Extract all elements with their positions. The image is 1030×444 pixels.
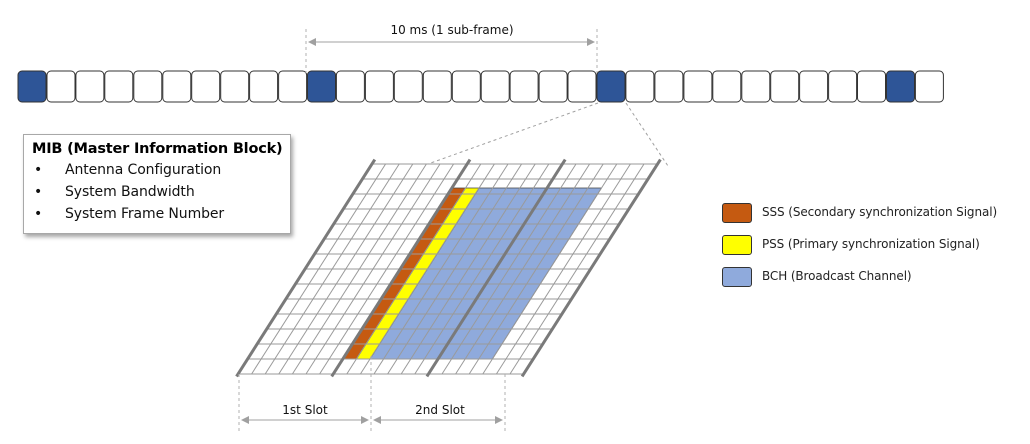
subframe-timeline (17, 70, 944, 103)
legend-label-pss: PSS (Primary synchronization Signal) (762, 237, 980, 251)
legend-item-sss: SSS (Secondary synchronization Signal) (722, 203, 1022, 225)
grid-col-line (251, 163, 387, 375)
subframe-cell (220, 70, 250, 103)
subframe-cell (393, 70, 423, 103)
subframe-cell (133, 70, 163, 103)
mib-item-system-frame-number: System Frame Number (32, 203, 290, 225)
grid-col-line (278, 163, 414, 375)
grid-col-line (509, 163, 645, 375)
subframe-cell (770, 70, 800, 103)
grid-col-line (400, 163, 536, 375)
grid-col-line (414, 163, 550, 375)
subframe-cell (451, 70, 481, 103)
subframe-cell (509, 70, 539, 103)
subframe-cell (625, 70, 655, 103)
slot-boundary-line (235, 158, 377, 378)
subframe-cell (104, 70, 134, 103)
subframe-cell (741, 70, 771, 103)
subframe-cell (422, 70, 452, 103)
subframe-cell (191, 70, 221, 103)
grid-col-line (359, 163, 495, 375)
legend-label-bch: BCH (Broadcast Channel) (762, 269, 912, 283)
grid-col-line (264, 163, 400, 375)
subframe-cell (828, 70, 858, 103)
subframe-cell (480, 70, 510, 103)
legend-swatch-pss (722, 235, 752, 255)
subframe-cell (567, 70, 597, 103)
subframe-cell (249, 70, 279, 103)
subframe-cell-highlighted (17, 70, 47, 103)
subframe-cell-highlighted (307, 70, 336, 103)
grid-col-line (291, 163, 427, 375)
grid-col-line (373, 163, 509, 375)
grid-col-line (305, 163, 441, 375)
subframe-cell (278, 70, 308, 103)
subframe-cell (364, 70, 394, 103)
first-slot-label: 1st Slot (282, 403, 328, 417)
grid-col-line (455, 163, 591, 375)
subframe-cell (799, 70, 829, 103)
legend-swatch-sss (722, 203, 752, 223)
subframe-cell-highlighted (886, 70, 915, 103)
resource-grid (235, 158, 662, 378)
mib-item-antenna-configuration: Antenna Configuration (32, 159, 290, 181)
mib-item-system-bandwidth: System Bandwidth (32, 181, 290, 203)
subframe-cell (162, 70, 192, 103)
subframe-cell (712, 70, 742, 103)
slot-boundary-line (330, 158, 472, 378)
grid-col-line (319, 163, 455, 375)
subframe-cell (857, 70, 886, 103)
legend-item-bch: BCH (Broadcast Channel) (722, 267, 1022, 289)
grid-col-line (387, 163, 523, 375)
mib-item-list: Antenna Configuration System Bandwidth S… (32, 159, 290, 225)
legend-swatch-bch (722, 267, 752, 287)
mib-info-box: MIB (Master Information Block) Antenna C… (23, 134, 291, 234)
subframe-cell (538, 70, 568, 103)
zoom-callout-lines (427, 102, 669, 167)
mib-title: MIB (Master Information Block) (32, 141, 283, 157)
subframe-cell (335, 70, 365, 103)
grid-col-line (441, 163, 577, 375)
grid-col-line (495, 163, 631, 375)
subframe-cell (683, 70, 713, 103)
legend-item-pss: PSS (Primary synchronization Signal) (722, 235, 1022, 257)
subframe-cell (914, 70, 944, 103)
slot-dimensions: 1st Slot 2nd Slot (238, 356, 506, 434)
slot-boundary-line (520, 158, 662, 378)
subframe-cell (75, 70, 105, 103)
grid-col-line (482, 163, 618, 375)
second-slot-label: 2nd Slot (415, 403, 465, 417)
subframe-span-label: 10 ms (1 sub-frame) (390, 23, 513, 37)
subframe-cell (46, 70, 76, 103)
subframe-span-dimension: 10 ms (1 sub-frame) (305, 23, 598, 73)
subframe-cell (654, 70, 684, 103)
grid-col-line (346, 163, 482, 375)
slot-boundary-line (425, 158, 567, 378)
legend-label-sss: SSS (Secondary synchronization Signal) (762, 205, 998, 219)
grid-col-line (468, 163, 604, 375)
subframe-cell-highlighted (596, 70, 626, 103)
